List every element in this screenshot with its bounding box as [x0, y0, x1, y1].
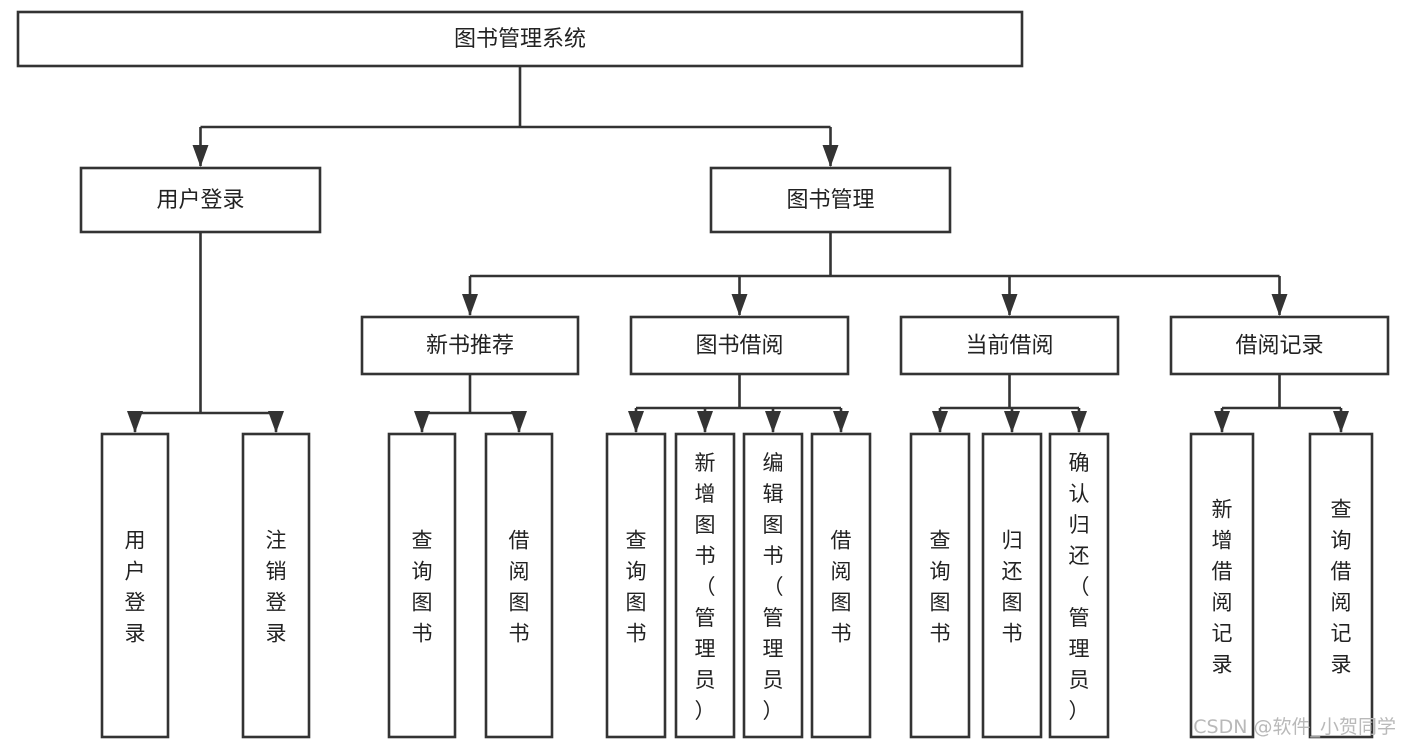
node-leaf-1-box — [241, 432, 311, 739]
node-level3-3-box — [1169, 315, 1390, 376]
node-leaf-3-label: 借阅图书 — [509, 529, 530, 646]
node-leaf-0-label: 用户登录 — [125, 529, 146, 646]
node-leaf-6[interactable]: 编辑图书（管理员） — [742, 432, 804, 739]
arrow-head-icon — [1004, 411, 1020, 433]
node-leaf-7-box — [810, 432, 872, 739]
arrow-head-icon — [628, 411, 644, 433]
node-leaf-8-box — [909, 432, 971, 739]
node-leaf-10-box — [1048, 432, 1110, 739]
node-level3-0[interactable]: 新书推荐 — [360, 315, 580, 376]
arrow-head-icon — [268, 411, 284, 433]
node-leaf-2-label: 查询图书 — [412, 529, 433, 646]
node-leaf-8-label: 查询图书 — [930, 529, 951, 646]
node-level2-0[interactable]: 用户登录 — [79, 166, 322, 234]
arrow-head-icon — [1214, 411, 1230, 433]
node-level3-1[interactable]: 图书借阅 — [629, 315, 850, 376]
node-leaf-2[interactable]: 查询图书 — [387, 432, 457, 739]
node-leaf-12[interactable]: 查询借阅记录 — [1308, 432, 1374, 739]
arrow-head-icon — [1001, 294, 1018, 316]
node-leaf-4-box — [605, 432, 667, 739]
node-leaf-5[interactable]: 新增图书（管理员） — [674, 432, 736, 739]
node-leaf-11[interactable]: 新增借阅记录 — [1189, 432, 1255, 739]
csdn-watermark: CSDN @软件_小贺同学 — [1193, 716, 1396, 738]
arrow-head-icon — [833, 411, 849, 433]
node-level3-2-box — [899, 315, 1120, 376]
node-leaf-0-box — [100, 432, 170, 739]
node-root-label: 图书管理系统 — [454, 27, 586, 52]
node-leaf-5-box — [674, 432, 736, 739]
node-leaf-11-box — [1189, 432, 1255, 739]
node-leaf-4-label: 查询图书 — [626, 529, 647, 646]
node-level3-1-box — [629, 315, 850, 376]
arrow-head-icon — [511, 411, 527, 433]
arrow-head-icon — [462, 294, 478, 316]
node-leaf-6-label: 编辑图书（管理员） — [763, 451, 784, 723]
node-root[interactable]: 图书管理系统 — [16, 10, 1024, 68]
arrow-head-icon — [1333, 411, 1349, 433]
node-leaf-6-box — [742, 432, 804, 739]
node-leaf-8[interactable]: 查询图书 — [909, 432, 971, 739]
node-level2-1-box — [709, 166, 952, 234]
arrow-head-icon — [1071, 411, 1087, 433]
node-boxes-layer: 图书管理系统用户登录图书管理新书推荐图书借阅当前借阅借阅记录用户登录注销登录查询… — [16, 10, 1390, 739]
node-leaf-10-label: 确认归还（管理员） — [1069, 451, 1090, 723]
node-leaf-3[interactable]: 借阅图书 — [484, 432, 554, 739]
node-level3-0-box — [360, 315, 580, 376]
arrow-head-icon — [731, 294, 748, 316]
node-leaf-10[interactable]: 确认归还（管理员） — [1048, 432, 1110, 739]
arrow-head-icon — [765, 411, 781, 433]
arrow-head-icon — [127, 411, 143, 433]
arrow-head-icon — [932, 411, 948, 433]
node-leaf-12-label: 查询借阅记录 — [1331, 498, 1352, 677]
node-leaf-11-label: 新增借阅记录 — [1212, 498, 1233, 677]
node-leaf-1-label: 注销登录 — [266, 529, 287, 646]
node-leaf-9-box — [981, 432, 1043, 739]
connector-lines-layer — [127, 66, 1349, 433]
node-leaf-5-label: 新增图书（管理员） — [695, 451, 716, 723]
node-level2-0-box — [79, 166, 322, 234]
node-level3-1-label: 图书借阅 — [695, 334, 783, 359]
node-level3-3[interactable]: 借阅记录 — [1169, 315, 1390, 376]
node-leaf-12-box — [1308, 432, 1374, 739]
node-root-box — [16, 10, 1024, 68]
node-level3-3-label: 借阅记录 — [1235, 334, 1323, 359]
arrow-head-icon — [697, 411, 713, 433]
node-level2-1[interactable]: 图书管理 — [709, 166, 952, 234]
arrow-head-icon — [1271, 294, 1288, 316]
node-level3-2[interactable]: 当前借阅 — [899, 315, 1120, 376]
node-level2-1-label: 图书管理 — [786, 188, 874, 213]
arrow-head-icon — [414, 411, 430, 433]
node-leaf-9-label: 归还图书 — [1002, 529, 1023, 646]
node-level3-0-label: 新书推荐 — [426, 334, 514, 359]
node-leaf-7[interactable]: 借阅图书 — [810, 432, 872, 739]
node-leaf-1[interactable]: 注销登录 — [241, 432, 311, 739]
node-level3-2-label: 当前借阅 — [965, 334, 1053, 359]
node-leaf-3-box — [484, 432, 554, 739]
node-leaf-4[interactable]: 查询图书 — [605, 432, 667, 739]
arrow-head-icon — [822, 145, 839, 167]
node-leaf-9[interactable]: 归还图书 — [981, 432, 1043, 739]
arrow-head-icon — [192, 145, 209, 167]
node-leaf-7-label: 借阅图书 — [831, 529, 852, 646]
node-leaf-2-box — [387, 432, 457, 739]
node-level2-0-label: 用户登录 — [156, 188, 244, 213]
node-leaf-0[interactable]: 用户登录 — [100, 432, 170, 739]
